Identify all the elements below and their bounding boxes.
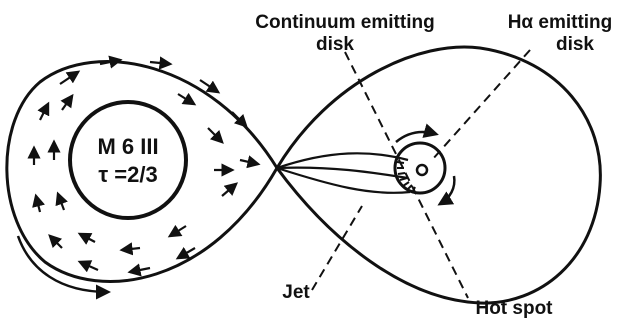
continuum-disk-label-line1: Continuum emitting [255,12,434,33]
rotation-arrow-icon [437,175,456,206]
flow-arrow-icon [77,232,96,245]
continuum-disk-label-line2: disk [316,34,354,55]
jet-stream [276,152,411,194]
flow-arrow-icon [99,55,123,69]
halpha-leader-line [431,49,531,161]
flow-arrow-icon [149,56,173,70]
halpha-disk-label-line1: Hα emitting [508,12,613,33]
continuum-leader-line [344,51,469,299]
giant-star [68,100,188,220]
star-type-label: M 6 III [97,134,158,159]
leader-lines [311,49,531,299]
flow-arrow-icon [127,263,151,277]
flow-arrow-icon [32,193,45,213]
flow-arrow-icon [60,93,74,111]
roche-lobe-left [5,60,279,283]
flow-arrow-icon [37,101,50,121]
flow-arrow-icon [167,224,187,238]
jet-leader-line [311,205,363,291]
flow-arrow-icon [177,92,197,106]
flow-arrow-icon [207,127,224,144]
flow-arrow-icon [77,260,99,273]
flow-arrow-icon [55,191,68,211]
hot-spot-hatching [396,161,416,194]
accretion-disk [393,141,447,195]
star-tau-label: τ =2/3 [98,162,157,187]
hot-spot-label: Hot spot [475,298,553,319]
rotation-arrow-icon [16,235,111,300]
flow-arrow-icon [175,246,196,260]
flow-arrow-icon [221,182,239,197]
envelope-flow-arrows [27,55,261,277]
jet-label: Jet [282,282,310,303]
flow-arrow-icon [231,111,248,128]
rotation-arrow-icon [395,123,439,143]
flow-arrow-icon [48,234,63,249]
halpha-disk-label-line2: disk [556,34,594,55]
flow-arrow-icon [239,155,261,169]
flow-arrow-icon [199,79,221,94]
roche-lobe-right [275,45,602,305]
flow-arrow-icon [119,242,141,256]
flow-arrow-icon [59,70,81,85]
compact-star [415,163,429,177]
